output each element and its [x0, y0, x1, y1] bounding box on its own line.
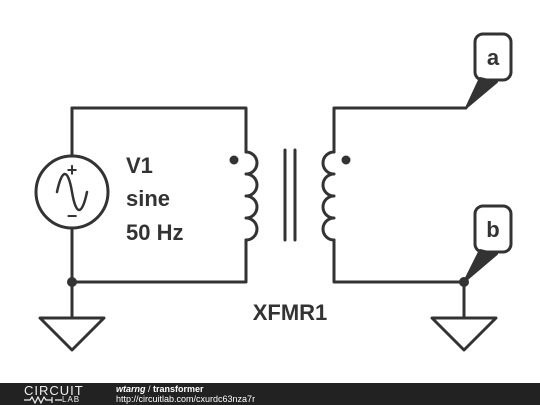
- logo-text-lab: LAB: [62, 395, 81, 404]
- wire-secondary-bottom: [332, 238, 466, 284]
- circuit-url-link[interactable]: http://circuitlab.com/cxurdc63nza7r: [116, 394, 256, 404]
- terminal-b-box[interactable]: [473, 204, 513, 254]
- circuit-meta: wtarng / transformer http://circuitlab.c…: [116, 384, 255, 404]
- author-link[interactable]: wtarng: [116, 384, 146, 394]
- voltage-source-symbol: [34, 154, 110, 230]
- logo-text-circuit: CIRCUIT: [24, 383, 84, 398]
- source-plus-sign: +: [67, 160, 78, 180]
- source-minus-sign: −: [67, 206, 78, 226]
- source-name-label: V1: [126, 153, 153, 178]
- footer-bar: CIRCUIT LAB wtarng / transformer http://…: [0, 383, 540, 405]
- terminal-b-pointer: [463, 249, 498, 283]
- primary-coil: [244, 150, 259, 242]
- source-frequency-label: 50 Hz: [126, 220, 183, 245]
- secondary-coil: [321, 150, 336, 242]
- junction-dot-left: [67, 277, 77, 287]
- terminal-a-box[interactable]: [473, 32, 513, 82]
- secondary-polarity-dot: [341, 155, 351, 165]
- circuit-title: transformer: [153, 384, 204, 394]
- author-title-line: wtarng / transformer: [116, 384, 255, 394]
- ground-right-icon: [430, 316, 498, 352]
- wire-secondary-top: [332, 106, 468, 154]
- source-type-label: sine: [126, 186, 170, 211]
- junction-dot-right: [459, 277, 469, 287]
- ground-left-icon: [38, 316, 106, 352]
- transformer-name-label: XFMR1: [253, 300, 328, 325]
- terminal-a-label: a: [487, 45, 500, 70]
- terminal-b-label: b: [486, 217, 499, 242]
- author-separator: /: [145, 384, 154, 394]
- sine-wave-icon: [55, 172, 89, 212]
- circuitlab-logo[interactable]: CIRCUIT LAB: [24, 384, 104, 404]
- resistor-logo-icon: [24, 396, 62, 404]
- wire-primary-top: [70, 106, 248, 154]
- terminal-a-pointer: [465, 77, 498, 109]
- schematic-canvas: + − V1 sine 50 Hz XFMR1 a b: [34, 32, 513, 352]
- primary-polarity-dot: [229, 155, 239, 165]
- wire-primary-bottom: [70, 238, 248, 284]
